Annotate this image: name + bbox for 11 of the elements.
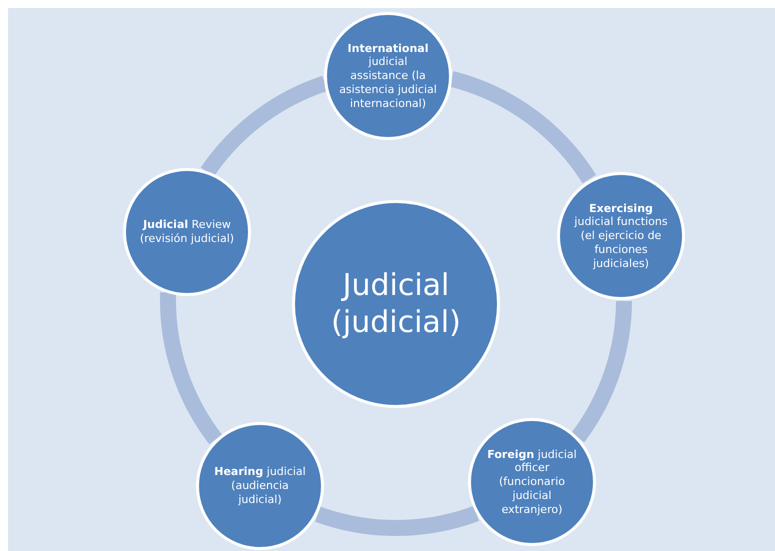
topic-label: Hearing judicial (audiencia judicial) bbox=[213, 465, 307, 507]
ring-connector bbox=[449, 71, 596, 184]
ring-connector bbox=[316, 506, 479, 536]
topic-label: International judicial assistance (la asistencia judicial internacional) bbox=[338, 42, 438, 110]
ring-connector bbox=[571, 300, 632, 442]
ring-connector bbox=[200, 76, 328, 177]
topic-label: Judicial Review (revisión judicial) bbox=[138, 218, 236, 246]
ring-connector bbox=[160, 292, 222, 444]
center-label: Judicial (judicial) bbox=[330, 266, 462, 342]
topic-label: Foreign judicial officer (funcionario judicial extranjero) bbox=[486, 448, 578, 516]
topic-label: Exercising judicial functions (el ejercicio de funciones judiciales) bbox=[573, 202, 669, 270]
